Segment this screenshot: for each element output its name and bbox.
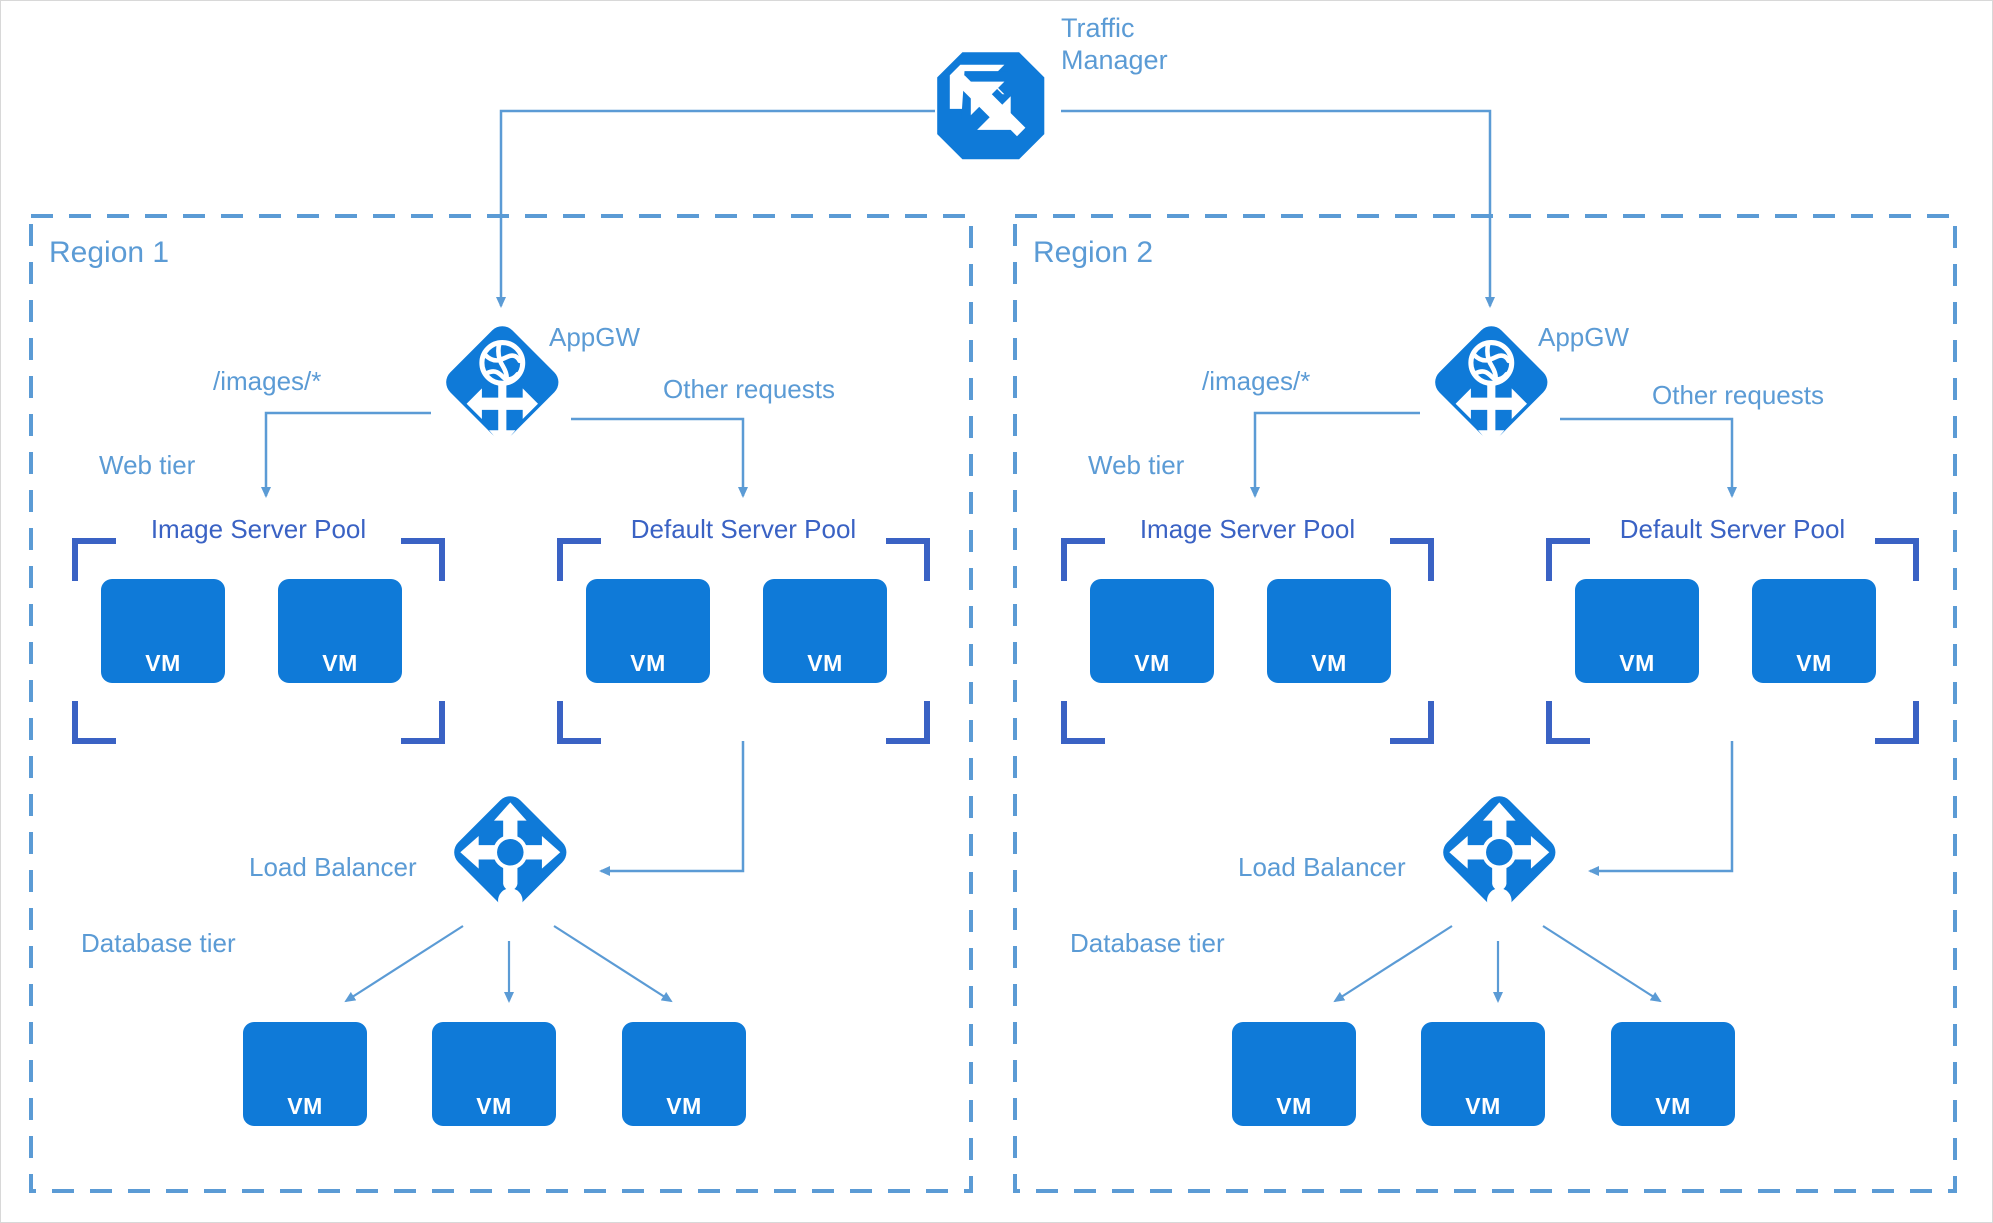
connector-tm-to-region2-appgw <box>1061 109 1495 308</box>
r2-default-pool-bracket <box>1546 538 1919 744</box>
vm-label: VM <box>1655 1093 1691 1119</box>
r2-image-vm-2[interactable]: VM <box>1267 579 1391 683</box>
connector-r2-appgw-to-default-pool <box>1560 417 1737 498</box>
r1-load-balancer-label: Load Balancer <box>249 852 417 882</box>
r1-default-vm-1[interactable]: VM <box>586 579 710 683</box>
r1-image-pool-label: Image Server Pool <box>150 514 367 544</box>
r2-default-vm-2[interactable]: VM <box>1752 579 1876 683</box>
connector-r1-appgw-to-default-pool <box>571 417 748 498</box>
r1-default-vm-2[interactable]: VM <box>763 579 887 683</box>
r2-load-balancer-icon <box>1437 790 1562 915</box>
r2-load-balancer-label: Load Balancer <box>1238 852 1406 882</box>
traffic-manager-icon <box>937 52 1045 160</box>
r2-appgw-label: AppGW <box>1538 322 1630 352</box>
r2-default-pool-label: Default Server Pool <box>1619 514 1846 544</box>
r1-image-vm-2[interactable]: VM <box>278 579 402 683</box>
r2-database-tier-label: Database tier <box>1070 928 1225 958</box>
r1-image-pool-bracket <box>72 538 445 744</box>
traffic-manager-label: Traffic Manager <box>1061 13 1251 77</box>
region-2-boundary <box>1013 214 1957 1193</box>
vm-label: VM <box>807 650 843 676</box>
r1-route-other-label: Other requests <box>663 374 835 404</box>
vm-label: VM <box>287 1093 323 1119</box>
r1-image-vm-1[interactable]: VM <box>101 579 225 683</box>
r1-load-balancer-icon <box>448 790 573 915</box>
connector-r2-appgw-to-image-pool <box>1250 411 1420 498</box>
connector-r1-appgw-to-image-pool <box>261 411 431 498</box>
r2-db-vm-2[interactable]: VM <box>1421 1022 1545 1126</box>
connector-r2-default-pool-to-lb <box>1588 741 1734 876</box>
r1-appgw-icon <box>440 320 564 445</box>
r2-route-other-label: Other requests <box>1652 380 1824 410</box>
r1-default-pool-label: Default Server Pool <box>630 514 857 544</box>
vm-label: VM <box>322 650 358 676</box>
r1-web-tier-label: Web tier <box>99 450 196 480</box>
r1-appgw-label: AppGW <box>549 322 641 352</box>
r2-default-vm-1[interactable]: VM <box>1575 579 1699 683</box>
vm-label: VM <box>666 1093 702 1119</box>
r1-default-pool-bracket <box>557 538 930 744</box>
r2-web-tier-label: Web tier <box>1088 450 1185 480</box>
r2-db-vm-1[interactable]: VM <box>1232 1022 1356 1126</box>
r2-image-pool-bracket <box>1061 538 1434 744</box>
r1-db-vm-2[interactable]: VM <box>432 1022 556 1126</box>
vm-label: VM <box>1619 650 1655 676</box>
vm-label: VM <box>1134 650 1170 676</box>
region-2-title: Region 2 <box>1033 236 1154 269</box>
r2-db-vm-3[interactable]: VM <box>1611 1022 1735 1126</box>
r1-database-tier-label: Database tier <box>81 928 236 958</box>
vm-label: VM <box>1465 1093 1501 1119</box>
traffic-manager-label-line2: Manager <box>1061 44 1168 75</box>
r2-image-pool-label: Image Server Pool <box>1139 514 1356 544</box>
r2-route-images-label: /images/* <box>1202 366 1311 396</box>
traffic-manager-label-line1: Traffic <box>1061 13 1135 43</box>
connector-r2-lb-to-db-vms <box>1333 925 1662 1003</box>
connector-r1-lb-to-db-vms <box>344 925 673 1003</box>
connector-r1-default-pool-to-lb <box>599 741 745 876</box>
vm-label: VM <box>1311 650 1347 676</box>
r1-route-images-label: /images/* <box>213 366 322 396</box>
r1-db-vm-3[interactable]: VM <box>622 1022 746 1126</box>
vm-label: VM <box>476 1093 512 1119</box>
connector-tm-to-region1-appgw <box>496 109 935 308</box>
region-1-title: Region 1 <box>49 236 170 269</box>
r2-appgw-icon <box>1429 320 1553 445</box>
vm-label: VM <box>145 650 181 676</box>
vm-label: VM <box>1796 650 1832 676</box>
vm-label: VM <box>1276 1093 1312 1119</box>
vm-label: VM <box>630 650 666 676</box>
r1-db-vm-1[interactable]: VM <box>243 1022 367 1126</box>
r2-image-vm-1[interactable]: VM <box>1090 579 1214 683</box>
